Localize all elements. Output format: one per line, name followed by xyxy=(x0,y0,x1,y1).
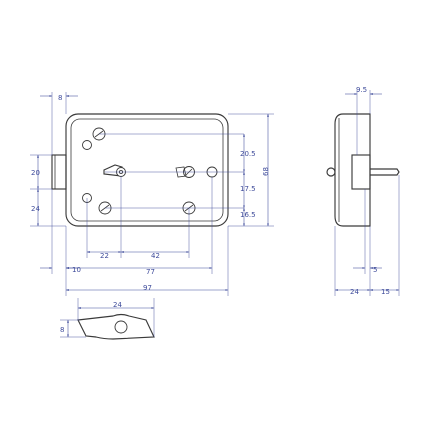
dim-42: 42 xyxy=(151,252,160,260)
side-view: 9.5 5 24 15 xyxy=(326,86,400,296)
dim-16-5: 16.5 xyxy=(240,211,256,219)
spindle-head xyxy=(326,167,336,177)
dim-20-5: 20.5 xyxy=(240,150,256,158)
dim-68: 68 xyxy=(262,167,270,176)
side-latch xyxy=(351,154,371,190)
dim-17-5: 17.5 xyxy=(240,185,256,193)
side-dim-9-5: 9.5 xyxy=(356,86,367,94)
dim-22: 22 xyxy=(100,252,109,260)
latch-bolt xyxy=(51,154,67,190)
side-dim-24: 24 xyxy=(350,288,359,296)
key-detail: 24 8 xyxy=(60,298,155,340)
key-dim-24: 24 xyxy=(113,301,122,309)
side-dim-5: 5 xyxy=(373,266,377,274)
dim-77: 77 xyxy=(146,268,155,276)
lock-body-outer xyxy=(65,113,229,227)
dim-10: 10 xyxy=(72,266,81,274)
front-view: 8 20.5 17.5 16.5 68 20 24 22 42 10 xyxy=(30,92,274,296)
dim-97: 97 xyxy=(143,284,152,292)
dim-8-top: 8 xyxy=(58,94,62,102)
dim-24-left: 24 xyxy=(31,205,40,213)
key-dim-8: 8 xyxy=(60,326,64,334)
side-body xyxy=(334,113,371,227)
key-actuator xyxy=(103,164,187,178)
dim-20-left: 20 xyxy=(31,169,40,177)
spindle xyxy=(370,168,400,176)
side-dim-15: 15 xyxy=(381,288,390,296)
hole-upper-left xyxy=(82,140,92,150)
lock-body-inner xyxy=(70,118,224,222)
key-hole xyxy=(114,320,128,334)
